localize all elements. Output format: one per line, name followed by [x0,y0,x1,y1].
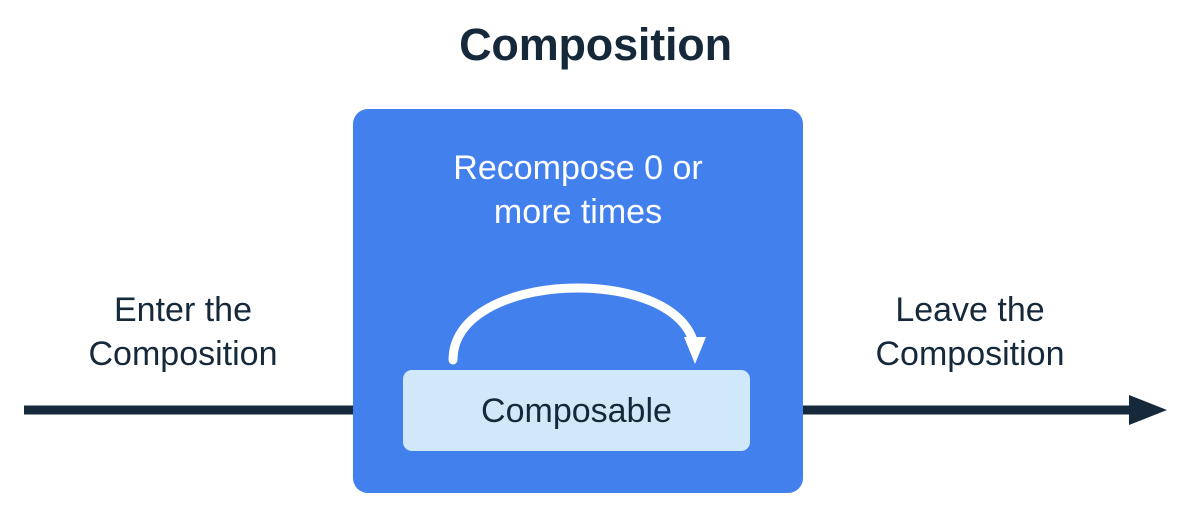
recompose-label-line2: more times [493,193,663,231]
recompose-label: Recompose 0 or more times [373,146,783,234]
enter-composition-label: Enter the Composition [43,288,323,376]
right-arrow-icon [24,395,403,425]
leave-composition-label: Leave the Composition [830,288,1110,376]
composable-node-label: Composable [481,391,672,430]
right-arrow-icon [748,395,1167,425]
enter-composition-label-line2: Composition [88,335,278,373]
enter-composition-label-line1: Enter the [114,291,252,329]
curved-loop-arrow-icon [448,283,706,365]
leave-composition-label-line2: Composition [875,335,1065,373]
page-title: Composition [459,19,732,70]
leave-composition-label-line1: Leave the [895,291,1045,329]
recompose-label-line1: Recompose 0 or [453,149,703,187]
composable-node[interactable]: Composable [403,370,750,451]
